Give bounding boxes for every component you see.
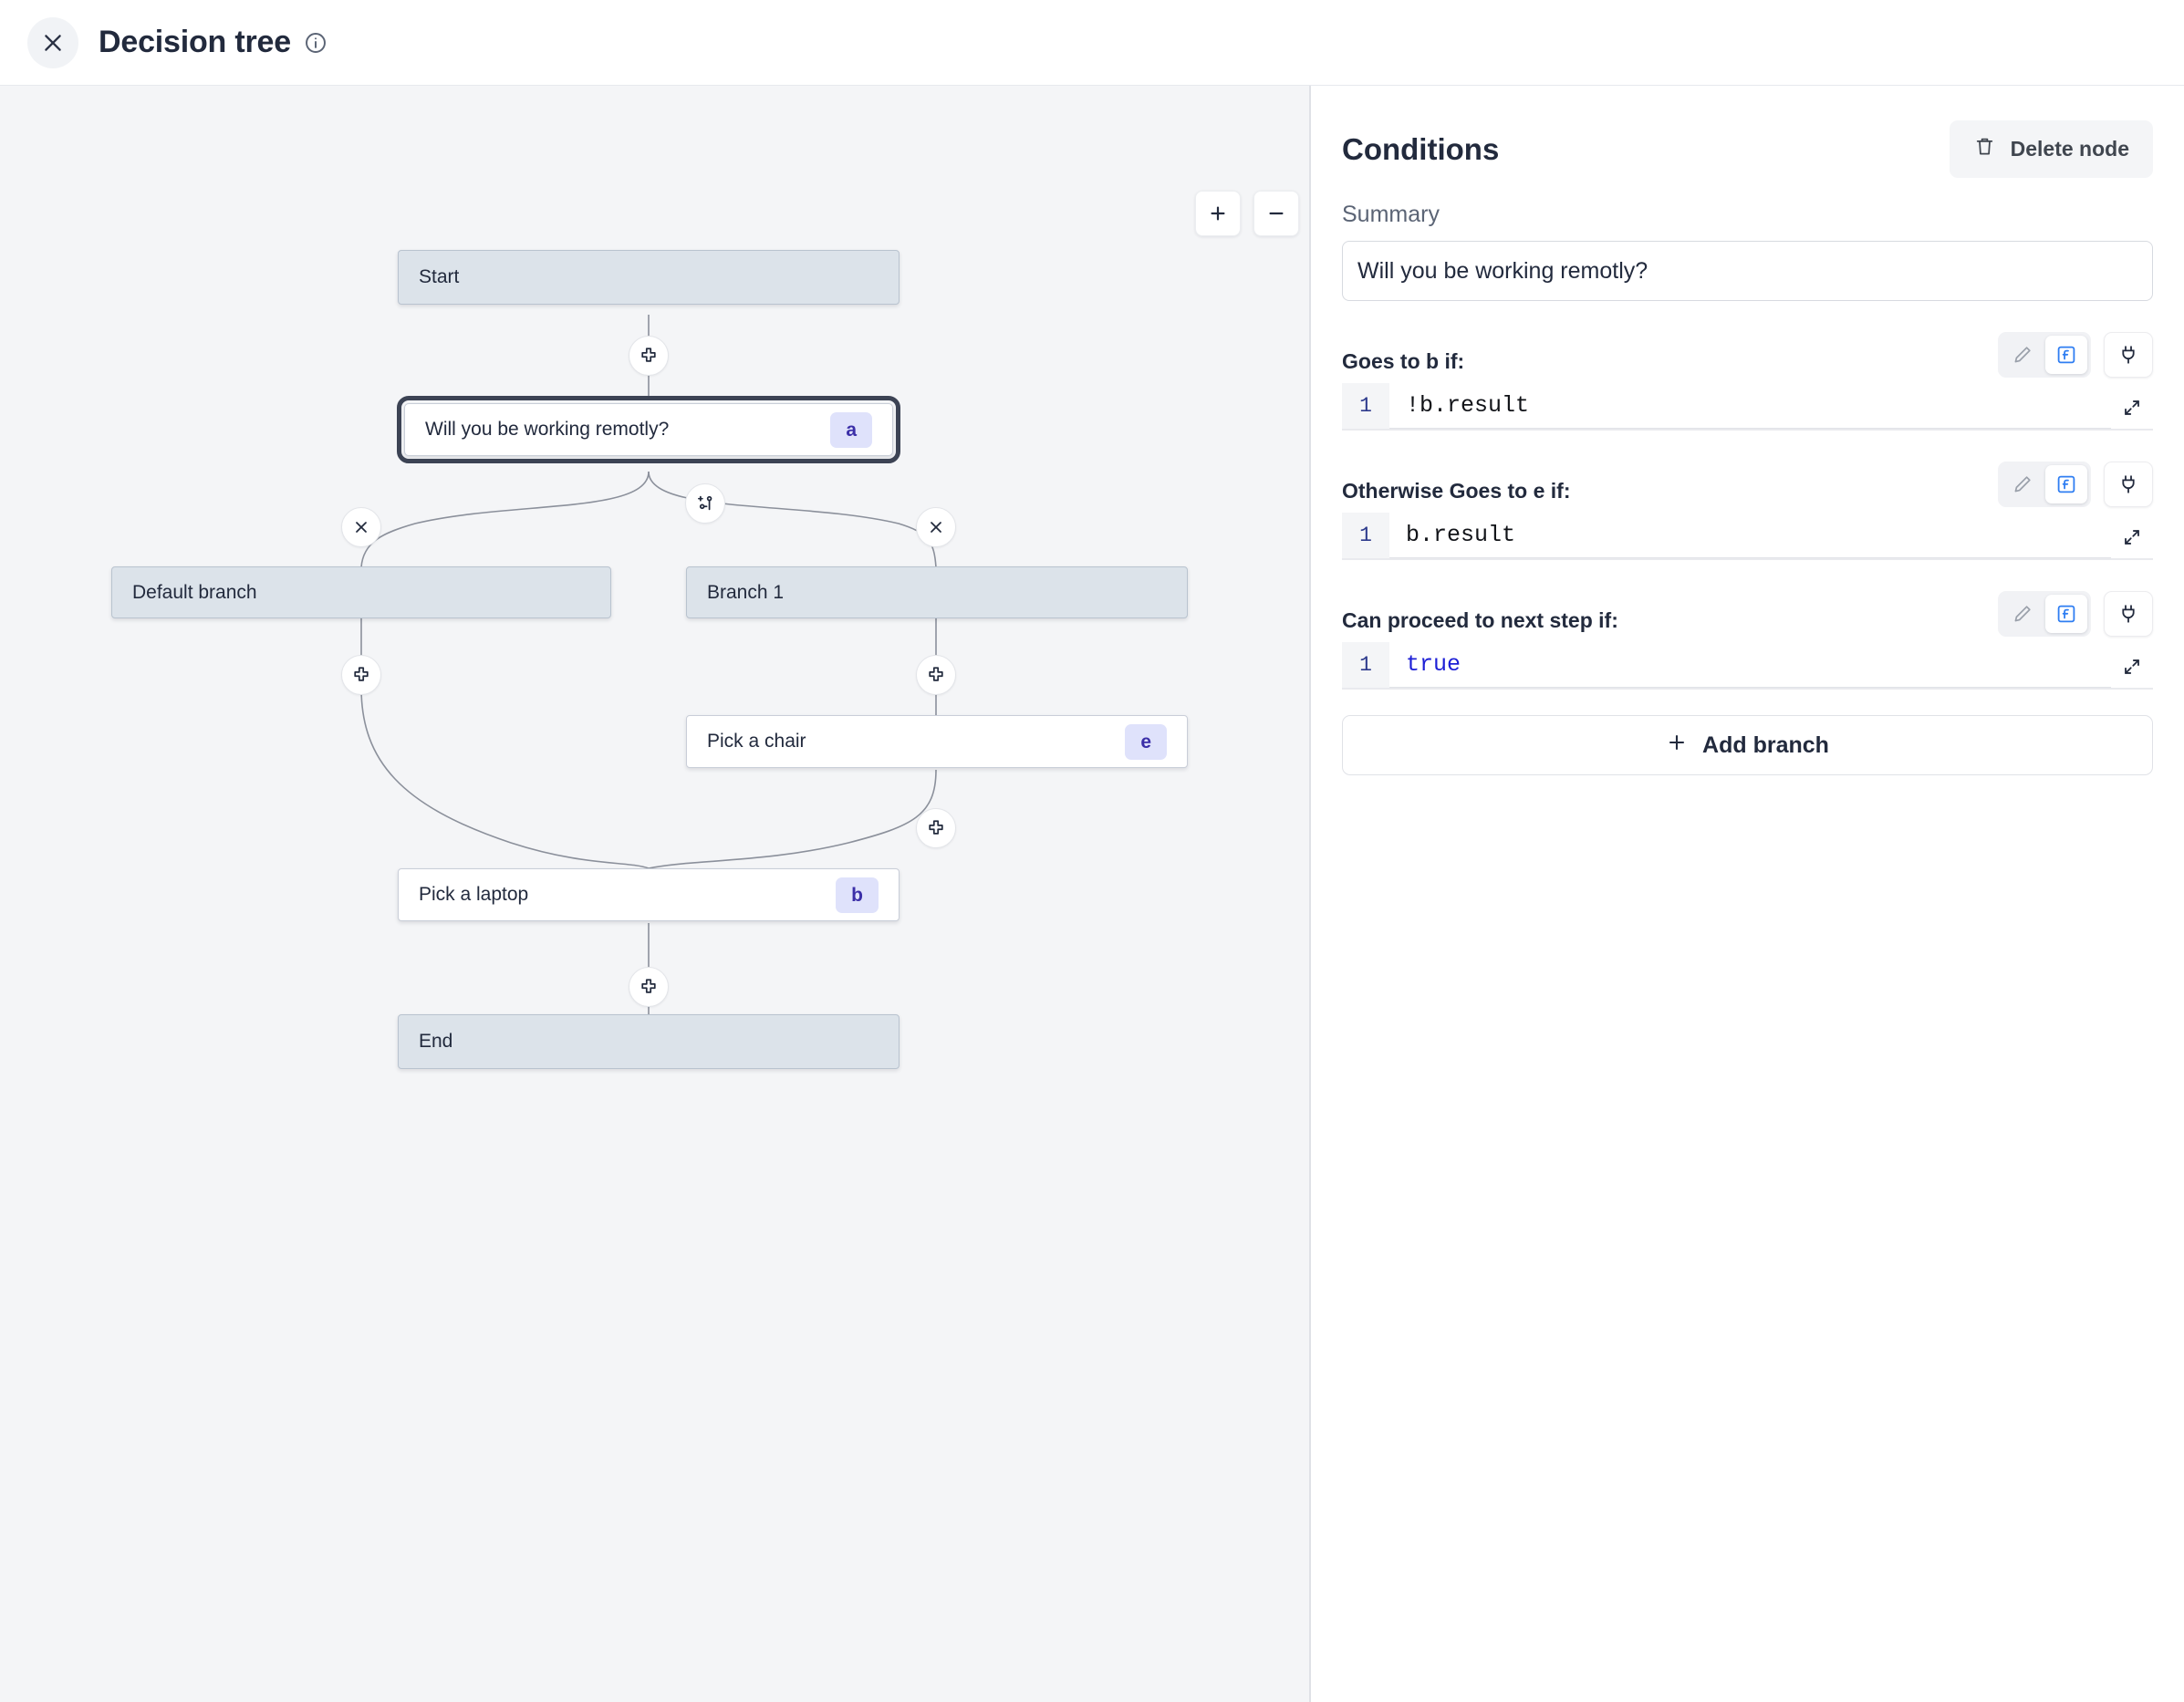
- editor-mode-toggle: [1998, 462, 2091, 507]
- condition-block-can-proceed: Can proceed to next step if:: [1342, 584, 2153, 690]
- add-node-after-laptop-button[interactable]: [629, 967, 669, 1007]
- app-header: Decision tree: [0, 0, 2184, 86]
- node-branch-1[interactable]: Branch 1: [686, 566, 1188, 618]
- delete-branch-1-button[interactable]: [916, 507, 956, 547]
- plug-icon[interactable]: [2104, 591, 2153, 637]
- condition-label: Goes to b if:: [1342, 349, 1464, 378]
- line-number: 1: [1342, 513, 1389, 558]
- page-title: Decision tree: [99, 25, 328, 60]
- node-start[interactable]: Start: [398, 250, 900, 305]
- expand-icon[interactable]: [2111, 387, 2153, 429]
- editor-mode-toggle: [1998, 332, 2091, 378]
- node-a[interactable]: Will you be working remotly? a: [404, 403, 893, 456]
- pencil-icon[interactable]: [2002, 336, 2044, 374]
- expand-icon[interactable]: [2111, 646, 2153, 688]
- expand-icon[interactable]: [2111, 516, 2153, 558]
- node-badge: b: [836, 877, 879, 913]
- zoom-controls: [1195, 191, 1299, 236]
- line-number: 1: [1342, 642, 1389, 688]
- line-number: 1: [1342, 383, 1389, 429]
- condition-tools: [1998, 332, 2153, 378]
- summary-label: Summary: [1342, 202, 2153, 228]
- condition-header: Goes to b if:: [1342, 325, 2153, 378]
- node-label: Branch 1: [707, 582, 784, 604]
- condition-header: Otherwise Goes to e if:: [1342, 454, 2153, 507]
- node-end[interactable]: End: [398, 1014, 900, 1069]
- flow-canvas[interactable]: Start Will you be working remotly? a: [0, 86, 1311, 1702]
- page-title-text: Decision tree: [99, 25, 291, 60]
- node-label: Start: [419, 266, 459, 288]
- delete-default-branch-button[interactable]: [341, 507, 381, 547]
- info-icon[interactable]: [304, 31, 328, 55]
- add-branch-button[interactable]: Add branch: [1342, 715, 2153, 775]
- add-branch-label: Add branch: [1702, 732, 1829, 759]
- editor-mode-toggle: [1998, 591, 2091, 637]
- add-node-default-branch-button[interactable]: [341, 655, 381, 695]
- condition-tools: [1998, 462, 2153, 507]
- code-line[interactable]: !b.result: [1389, 383, 2153, 429]
- zoom-out-button[interactable]: [1253, 191, 1299, 236]
- node-b[interactable]: Pick a laptop b: [398, 868, 900, 921]
- close-icon[interactable]: [27, 17, 78, 68]
- condition-block-otherwise-goes-to-e: Otherwise Goes to e if:: [1342, 454, 2153, 560]
- add-branch-button[interactable]: [685, 483, 725, 524]
- plus-icon: [1666, 732, 1688, 760]
- code-editor[interactable]: 1 true: [1342, 642, 2153, 690]
- pencil-icon[interactable]: [2002, 465, 2044, 503]
- add-node-after-start-button[interactable]: [629, 336, 669, 376]
- node-label: Will you be working remotly?: [425, 419, 669, 441]
- pencil-icon[interactable]: [2002, 595, 2044, 633]
- add-node-branch-1-button[interactable]: [916, 655, 956, 695]
- summary-input[interactable]: [1342, 241, 2153, 301]
- delete-node-button[interactable]: Delete node: [1950, 120, 2153, 178]
- panel-title: Conditions: [1342, 132, 1499, 167]
- code-editor[interactable]: 1 b.result: [1342, 513, 2153, 560]
- condition-label: Otherwise Goes to e if:: [1342, 479, 1571, 507]
- condition-label: Can proceed to next step if:: [1342, 608, 1618, 637]
- condition-header: Can proceed to next step if:: [1342, 584, 2153, 637]
- node-label: End: [419, 1031, 452, 1053]
- trash-icon: [1973, 135, 1996, 163]
- node-default-branch[interactable]: Default branch: [111, 566, 611, 618]
- node-e[interactable]: Pick a chair e: [686, 715, 1188, 768]
- condition-block-goes-to-b: Goes to b if:: [1342, 325, 2153, 431]
- add-node-after-chair-button[interactable]: [916, 808, 956, 848]
- function-icon[interactable]: [2045, 595, 2087, 633]
- code-line[interactable]: true: [1389, 642, 2153, 688]
- condition-tools: [1998, 591, 2153, 637]
- node-label: Default branch: [132, 582, 257, 604]
- node-badge: a: [830, 412, 872, 448]
- function-icon[interactable]: [2045, 336, 2087, 374]
- node-label: Pick a laptop: [419, 884, 528, 906]
- conditions-panel: Conditions Delete node Summary: [1311, 86, 2184, 1702]
- code-line[interactable]: b.result: [1389, 513, 2153, 558]
- editor-body: Start Will you be working remotly? a: [0, 86, 2184, 1702]
- zoom-in-button[interactable]: [1195, 191, 1241, 236]
- node-label: Pick a chair: [707, 731, 806, 752]
- plug-icon[interactable]: [2104, 332, 2153, 378]
- plug-icon[interactable]: [2104, 462, 2153, 507]
- panel-header: Conditions Delete node: [1342, 120, 2153, 178]
- node-badge: e: [1125, 724, 1167, 760]
- delete-node-label: Delete node: [2011, 137, 2129, 161]
- function-icon[interactable]: [2045, 465, 2087, 503]
- code-editor[interactable]: 1 !b.result: [1342, 383, 2153, 431]
